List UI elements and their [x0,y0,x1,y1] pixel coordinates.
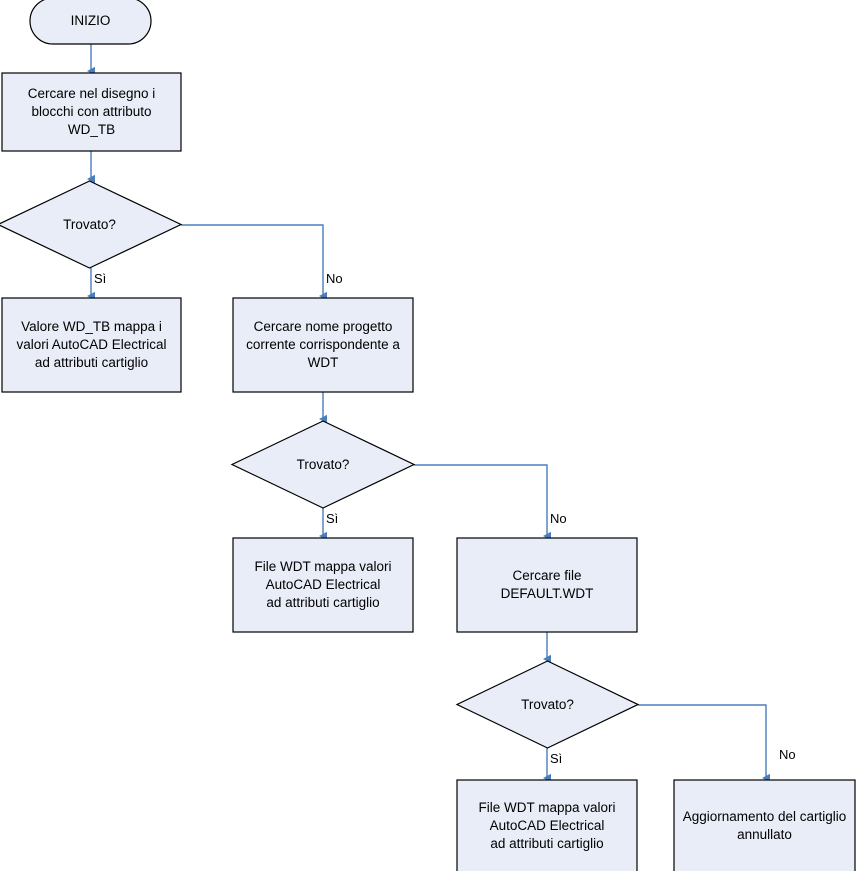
node-decision2[interactable] [230,420,416,509]
connector-decision3-to-cancelled [638,704,770,783]
node-search_blocks[interactable] [1,72,182,152]
edge-label-e10: No [779,747,796,762]
edge-label-e3: Sì [94,271,107,286]
connector-decision2-to-search_default [414,464,551,541]
node-wdt_map_1[interactable] [232,537,414,633]
node-decision3[interactable] [455,660,640,749]
node-search_default[interactable] [456,537,638,633]
node-start[interactable] [29,0,152,45]
edge-label-e9: Sì [550,751,563,766]
node-decision1[interactable] [0,180,183,269]
node-wdtb_map[interactable] [1,297,182,393]
node-cancelled[interactable] [673,779,856,871]
edge-label-e7: No [550,511,567,526]
connector-decision1-to-search_project [181,224,327,301]
edges-layer [87,44,770,783]
edge-label-e4: No [326,271,343,286]
node-search_project[interactable] [232,297,414,393]
node-wdt_map_2[interactable] [456,779,638,871]
edge-label-e6: Sì [326,511,339,526]
